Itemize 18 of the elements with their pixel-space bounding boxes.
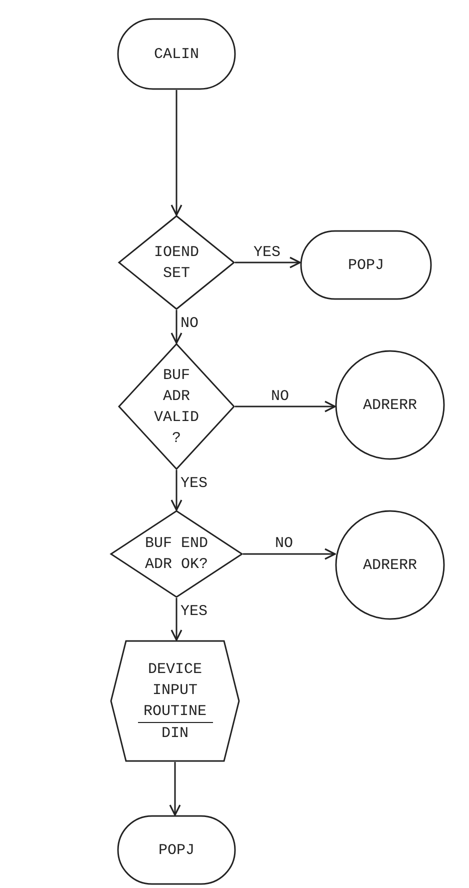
node-label: ADRERR — [362, 396, 417, 416]
flow-arrow — [170, 470, 182, 511]
flow-arrow — [170, 598, 182, 641]
node-label: CALIN — [154, 44, 199, 64]
node-label: ADRERR — [362, 556, 417, 576]
subroutine-name: DIN — [161, 724, 188, 744]
flow-arrow — [170, 310, 182, 344]
flow-arrow — [235, 256, 301, 268]
flow-arrow — [235, 400, 336, 412]
node-label: DEVICE INPUT ROUTINE — [138, 658, 212, 722]
flow-arrow — [243, 548, 336, 560]
node-label: POPJ — [348, 256, 384, 276]
flow-arrow — [170, 90, 182, 216]
node-label: POPJ — [158, 840, 194, 860]
flow-arrow — [169, 762, 181, 816]
node-label: IOEND SET — [152, 242, 200, 284]
node-label: BUF ADR VALID ? — [152, 366, 200, 448]
node-label: BUF END ADR OK? — [144, 534, 209, 575]
